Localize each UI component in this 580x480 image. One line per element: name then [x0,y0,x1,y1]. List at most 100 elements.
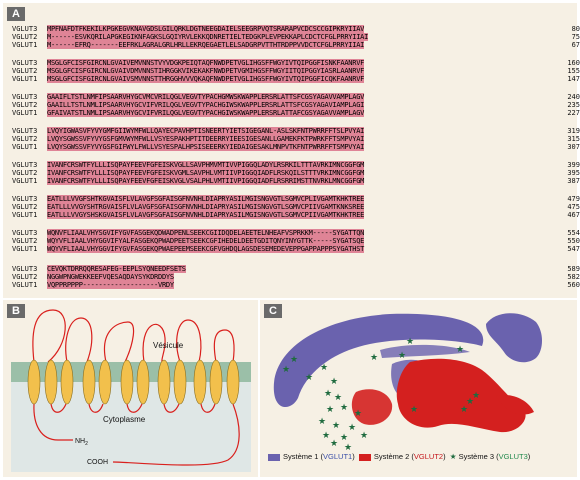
system3-star-icon: ★ [334,392,342,402]
alignment-seq: GFAIVATSTLNMLIPSAARVHYGCVIFVRILQGLVEGVTY… [47,109,365,117]
panel-c-letter: C [264,304,282,318]
alignment-num: 67 [571,41,580,49]
panel-a-alignment: A VGLUT3 MPFNAFDTFKEKILKPGKEGVKNAVGDSLGIL… [3,3,580,298]
system3-star-icon: ★ [466,396,474,406]
alignment-seq: LVQYSGWSSVFYVYGSFGIFWYLFWLLVSYESPALHPSIS… [47,143,365,151]
cooh-label: COOH [87,459,108,466]
alignment-num: 399 [567,161,580,169]
alignment-name: VGLUT2 [12,135,38,143]
alignment-name: VGLUT3 [12,59,38,67]
alignment-name: VGLUT3 [12,127,38,135]
alignment-name: VGLUT3 [12,161,38,169]
system3-star-icon: ★ [472,390,480,400]
alignment-name: VGLUT1 [12,211,38,219]
system3-star-icon: ★ [360,430,368,440]
legend: Système 1 (VGLUT1) Système 2 (VGLUT2) ★ … [268,452,530,461]
alignment-name: VGLUT1 [12,143,38,151]
alignment-name: VGLUT1 [12,75,38,83]
alignment-seq: LVQYIGWASVFYVYGMFGIIWYMFWLLQAYECPAVHPTIS… [47,127,365,135]
alignment-seq: IVANFCRSWTFYLLLISQPAYFEEVFGFEISKVGLVSALP… [47,177,365,185]
legend-star-icon: ★ [449,452,457,461]
alignment-seq: LVQYSGWSSVFYVYGSFGMVWYMFWLLVSYESPAKHPTIT… [47,135,365,143]
alignment-num: 475 [567,203,580,211]
alignment-name: VGLUT1 [12,41,38,49]
alignment-name: VGLUT3 [12,93,38,101]
alignment-num: 240 [567,93,580,101]
alignment-seq: MPFNAFDTFKEKILKPGKEGVKNAVGDSLGILQRKLDGTN… [47,25,365,33]
alignment-seq: WQYVFLIAALVHYGGVIFYGVFASGEKQPWAEPEEMSEEK… [47,245,365,253]
medulla-system2 [496,394,534,415]
system3-star-icon: ★ [332,420,340,430]
transmembrane-helices [27,359,240,405]
alignment-seq: EATLLLVVGYSHTRGVAISFLVLAVGFSGFAISGFNVNHL… [47,203,365,211]
system3-star-icon: ★ [282,364,290,374]
system3-star-icon: ★ [305,372,313,382]
system3-star-icon: ★ [320,362,328,372]
alignment-num: 550 [567,237,580,245]
brain-section: ★★★★★★★★★★★★★★★★★★★★★★★★★★ [273,313,542,452]
panel-c-brain-map: C ★★★★★★★★★★★★★★★★★★★★★★★★★★ [260,300,577,477]
alignment-num: 147 [567,75,580,83]
protein-loops [32,309,240,466]
alignment-num: 75 [571,33,580,41]
alignment-num: 547 [567,245,580,253]
alignment-seq: WQNVFLIAALVHYSGVIFYGVFASGEKQDWADPENLSEEK… [47,229,365,237]
legend-swatch-system2 [358,453,371,461]
legend-system1-gene: VGLUT1 [323,452,353,461]
system3-star-icon: ★ [330,438,338,448]
alignment-seq: MSGLGFCISFGIRCNLGVAIVEMVNNSTVYVDGKPEIQTA… [47,59,365,67]
cerebellum-system1 [486,313,542,363]
alignment-num: 227 [567,109,580,117]
alignment-num: 80 [571,25,580,33]
alignment-name: VGLUT2 [12,273,38,281]
alignment-num: 315 [567,135,580,143]
cortex-system1 [273,313,484,408]
alignment-num: 589 [567,265,580,273]
legend-swatch-system1 [268,453,280,461]
alignment-seq: VQPPRPPPP-------------------VRDY [47,281,174,289]
system3-star-icon: ★ [456,344,464,354]
alignment-name: VGLUT1 [12,245,38,253]
legend-system1-prefix: Système 1 ( [283,452,324,461]
alignment-seq: EATLLLVVGYSHSKGVAISFLVLAVGFSGFAISGFNVNHL… [47,211,365,219]
cytoplasm-label: Cytoplasme [103,415,146,424]
panel-b-letter: B [7,304,25,318]
alignment-name: VGLUT1 [12,109,38,117]
hippocampus-system1 [380,344,470,358]
nh2-label: NH2 [75,438,88,447]
alignment-seq: EATLLLVVGFSHTKGVAISFLVLAVGFSGFAISGFNVNHL… [47,195,365,203]
alignment-seq: WQYVFLIAALVHYGGVIFYALFASGEKQPWADPEETSEEK… [47,237,365,245]
system3-star-icon: ★ [340,402,348,412]
alignment-seq: GAAILLTSTLNMLIPSAARVHYGCVIFVRILQGLVEGVTY… [47,101,365,109]
alignment-name: VGLUT2 [12,203,38,211]
system3-star-icon: ★ [318,416,326,426]
alignment-name: VGLUT3 [12,229,38,237]
legend-system2-gene: VGLUT2 [413,452,444,461]
system3-markers: ★★★★★★★★★★★★★★★★★★★★★★★★★★ [282,336,480,452]
panel-a-letter: A [7,7,25,21]
alignment-num: 387 [567,177,580,185]
system3-star-icon: ★ [398,350,406,360]
striatum-system2 [351,389,393,425]
alignment-num: 235 [567,101,580,109]
system3-star-icon: ★ [322,430,330,440]
alignment-name: VGLUT2 [12,67,38,75]
alignment-name: VGLUT2 [12,237,38,245]
alignment-name: VGLUT2 [12,33,38,41]
system3-star-icon: ★ [330,376,338,386]
alignment-num: 560 [567,281,580,289]
alignment-name: VGLUT1 [12,177,38,185]
alignment-seq: NGGWPNGWEKKEEFVQESAQDAYSYKDRDDYS [47,273,174,281]
system3-star-icon: ★ [410,404,418,414]
alignment-num: 395 [567,169,580,177]
alignment-name: VGLUT3 [12,25,38,33]
alignment-num: 307 [567,143,580,151]
vesicle-label: Vésicule [153,341,184,350]
legend-system3-gene: VGLUT3 [498,452,528,461]
alignment-name: VGLUT3 [12,265,38,273]
alignment-name: VGLUT2 [12,169,38,177]
alignment-seq: MSGLGFCISFGIRCNLGVAIVSMVNNSTTHRGGHVVVQKA… [47,75,365,83]
alignment-seq: M------EFRQ-------EEFRKLAGRALGRLHRLLEKRQ… [47,41,365,49]
system3-star-icon: ★ [348,422,356,432]
